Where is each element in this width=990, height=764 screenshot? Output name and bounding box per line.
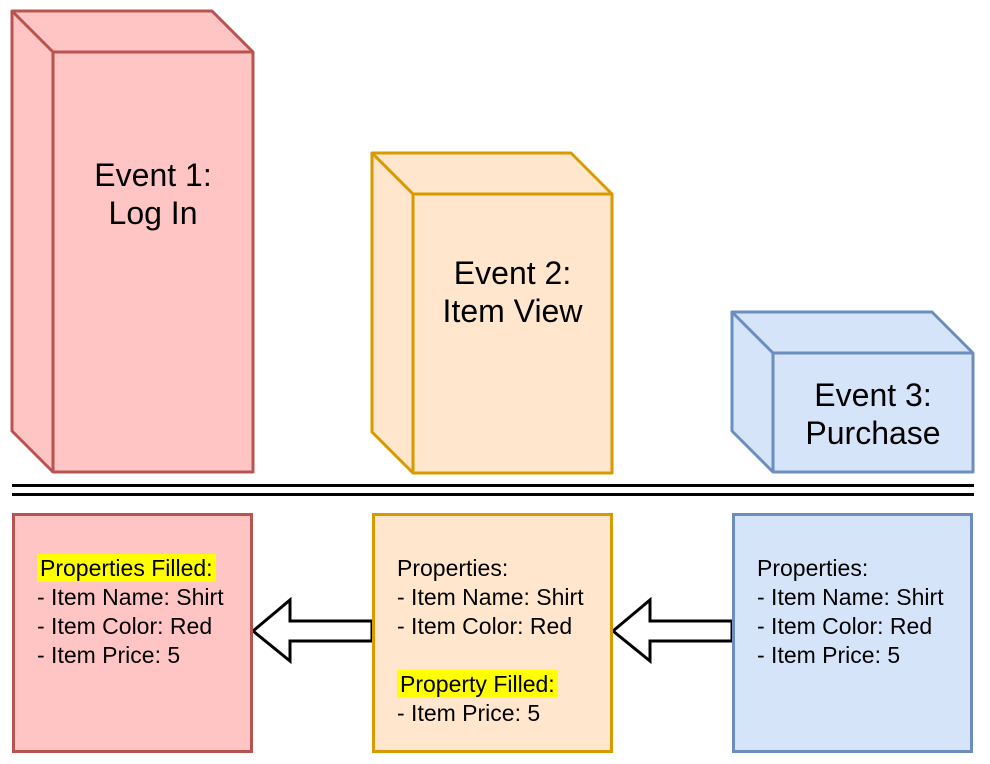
properties-card-event-1: Properties Filled: - Item Name: Shirt - … (12, 513, 253, 753)
highlighted-heading: Property Filled: (397, 670, 558, 698)
highlighted-heading: Properties Filled: (37, 554, 216, 582)
arrow-event3-to-event2 (610, 596, 734, 665)
blank-line (397, 641, 596, 670)
event-2-label: Event 2: Item View (442, 255, 583, 329)
property-item: - Item Price: 5 (397, 700, 541, 726)
event-1-cube-edges (10, 9, 253, 472)
event-2-cube (370, 151, 614, 475)
card-heading: Properties: (757, 555, 869, 581)
property-item: - Item Price: 5 (757, 642, 901, 668)
property-item: - Item Color: Red (37, 613, 213, 639)
properties-card-event-3: Properties: - Item Name: Shirt - Item Co… (732, 513, 973, 753)
properties-card-event-2: Properties: - Item Name: Shirt - Item Co… (372, 513, 613, 753)
card-heading-line: Properties Filled: (37, 554, 236, 583)
timeline-divider (12, 484, 974, 496)
event-2-cube-edges (370, 151, 612, 473)
card-heading: Properties: (397, 555, 509, 581)
event-1-cube-body (10, 9, 255, 474)
property-item: - Item Price: 5 (37, 642, 181, 668)
event-3-label: Event 3: Purchase (805, 377, 941, 451)
property-item: - Item Name: Shirt (397, 584, 584, 610)
event-1-cube (10, 9, 255, 474)
event-3-cube (730, 310, 975, 474)
property-item: - Item Name: Shirt (37, 584, 224, 610)
property-item: - Item Color: Red (397, 613, 573, 639)
event-3-cube-edges (730, 310, 973, 472)
event-1-label: Event 1: Log In (94, 157, 212, 231)
property-item: - Item Name: Shirt (757, 584, 944, 610)
property-item: - Item Color: Red (757, 613, 933, 639)
card-heading-line: Property Filled: (397, 670, 596, 699)
arrow-event2-to-event1 (250, 596, 374, 665)
event-2-cube-body (370, 151, 614, 475)
